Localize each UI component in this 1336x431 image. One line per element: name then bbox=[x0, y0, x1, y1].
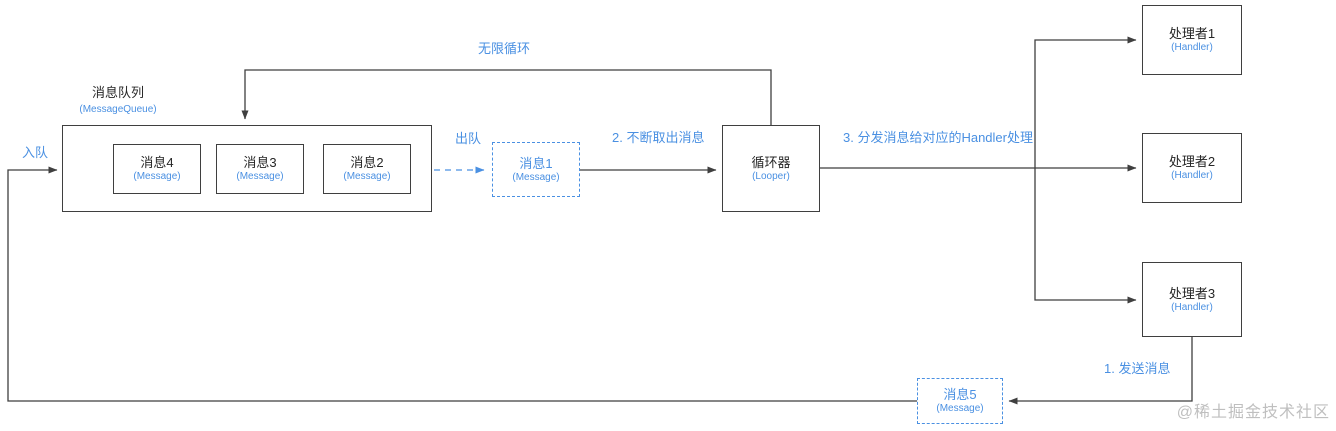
dequeue-annotation: 出队 bbox=[455, 131, 482, 146]
message1-box: 消息1 (Message) bbox=[492, 142, 580, 197]
handler2-box: 处理者2 (Handler) bbox=[1142, 133, 1242, 203]
message2-label: 消息2 bbox=[350, 155, 384, 170]
message4-sub: (Message) bbox=[133, 171, 181, 182]
handler1-label: 处理者1 bbox=[1168, 26, 1216, 41]
message5-sub: (Message) bbox=[936, 403, 984, 414]
handler3-box: 处理者3 (Handler) bbox=[1142, 262, 1242, 337]
step3-annotation: 3. 分发消息给对应的Handler处理 bbox=[843, 130, 1033, 145]
message5-box: 消息5 (Message) bbox=[917, 378, 1003, 424]
handler2-sub: (Handler) bbox=[1171, 170, 1213, 181]
infinite-loop-wire bbox=[241, 69, 772, 125]
looper-sub: (Looper) bbox=[752, 170, 790, 182]
message3-label: 消息3 bbox=[243, 155, 277, 170]
step1-annotation: 1. 发送消息 bbox=[1104, 361, 1171, 376]
message4-label: 消息4 bbox=[140, 155, 174, 170]
handler2-label: 处理者2 bbox=[1168, 154, 1216, 169]
handler1-box: 处理者1 (Handler) bbox=[1142, 5, 1242, 75]
message-queue-box: 消息4 (Message) 消息3 (Message) 消息2 (Message… bbox=[62, 125, 432, 212]
watermark: @稀土掘金技术社区 bbox=[1176, 404, 1330, 421]
message3-box: 消息3 (Message) bbox=[216, 144, 304, 194]
enqueue-wire bbox=[7, 166, 917, 402]
looper-to-handler1-wire bbox=[1034, 36, 1137, 168]
message3-sub: (Message) bbox=[236, 171, 284, 182]
handler3-label: 处理者3 bbox=[1168, 285, 1216, 301]
handler3-sub: (Handler) bbox=[1171, 301, 1213, 313]
message1-label: 消息1 bbox=[519, 155, 553, 171]
enqueue-annotation: 入队 bbox=[22, 145, 49, 160]
step2-annotation: 2. 不断取出消息 bbox=[612, 130, 705, 145]
looper-box: 循环器 (Looper) bbox=[722, 125, 820, 212]
message2-box: 消息2 (Message) bbox=[323, 144, 411, 194]
message5-label: 消息5 bbox=[943, 387, 977, 402]
message2-sub: (Message) bbox=[343, 171, 391, 182]
infinite-loop-annotation: 无限循环 bbox=[478, 41, 531, 56]
looper-label: 循环器 bbox=[751, 154, 791, 170]
handler3-to-message5-wire bbox=[1008, 337, 1193, 405]
handler1-sub: (Handler) bbox=[1171, 42, 1213, 53]
message-queue-title: 消息队列 (MessageQueue) bbox=[56, 82, 180, 115]
message1-sub: (Message) bbox=[512, 171, 560, 183]
message-queue-title-sub: (MessageQueue) bbox=[79, 104, 157, 115]
message-queue-title-label: 消息队列 bbox=[91, 85, 144, 100]
looper-to-handler3-wire bbox=[1034, 168, 1137, 304]
message4-box: 消息4 (Message) bbox=[113, 144, 201, 194]
